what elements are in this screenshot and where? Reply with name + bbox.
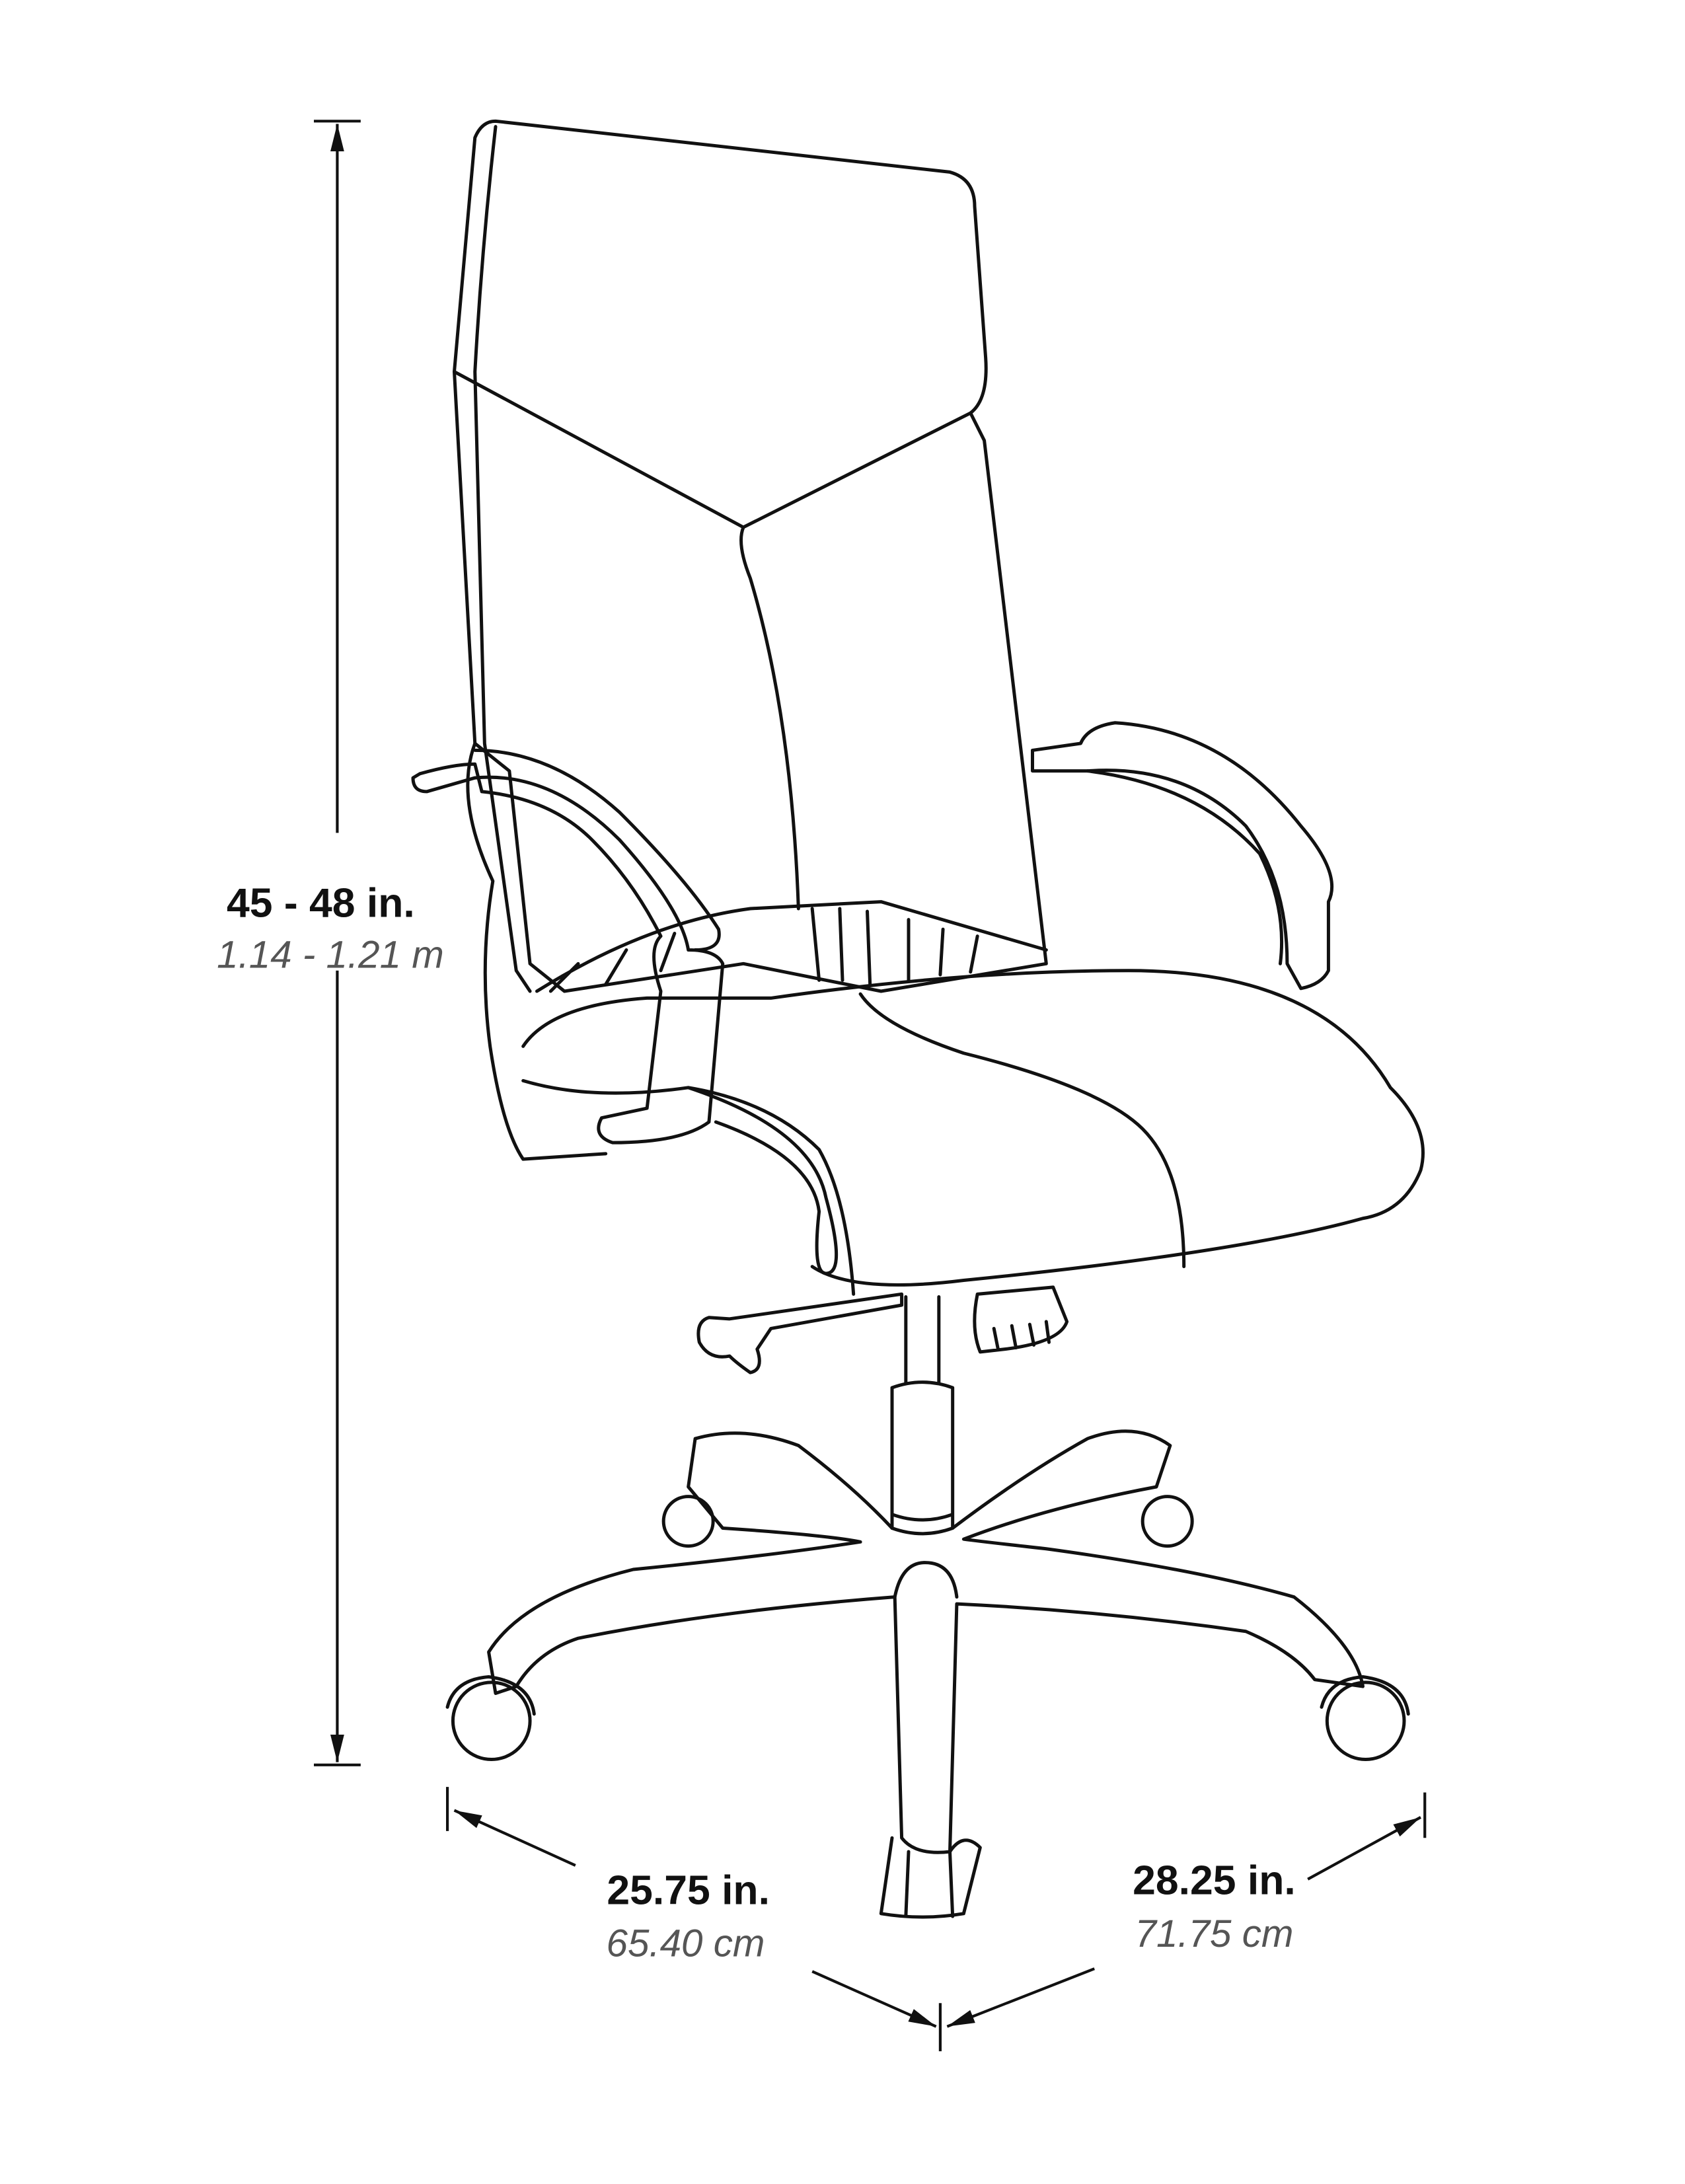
front-leg-top bbox=[893, 1561, 959, 1599]
tilt-knob bbox=[973, 1285, 1069, 1354]
left-armrest-pad bbox=[473, 748, 721, 952]
seat-front-edge bbox=[521, 1078, 856, 1296]
left-armrest bbox=[411, 762, 725, 1145]
lumbar-ribs bbox=[535, 900, 1048, 993]
height-imperial-label: 45 - 48 in. bbox=[227, 880, 415, 926]
caster-front bbox=[879, 1836, 982, 1919]
gas-cylinder bbox=[890, 1295, 955, 1536]
depth-dimension: 28.25 in. 71.75 cm bbox=[946, 1792, 1427, 2028]
backrest-headrest-seam bbox=[453, 370, 973, 529]
caster-right bbox=[1325, 1680, 1406, 1762]
caster-right-hood bbox=[1320, 1675, 1410, 1716]
chair-back-shell bbox=[466, 741, 608, 1161]
depth-imperial-label: 28.25 in. bbox=[1133, 1858, 1296, 1904]
height-dimension: 45 - 48 in. 1.14 - 1.21 m bbox=[217, 120, 444, 1766]
width-arrow-right bbox=[811, 1970, 937, 2028]
width-metric-label: 65.40 cm bbox=[607, 1922, 765, 1965]
chair-seat bbox=[521, 969, 1425, 1287]
chair-base bbox=[487, 1429, 1365, 1854]
caster-front-wheel bbox=[904, 1850, 955, 1918]
casters bbox=[445, 1495, 1410, 1919]
right-armrest bbox=[1031, 721, 1334, 991]
seat-center-seam bbox=[858, 992, 1186, 1269]
caster-back-right bbox=[1141, 1495, 1194, 1548]
depth-arrow-right bbox=[1307, 1816, 1422, 1881]
width-arrow-left bbox=[453, 1809, 576, 1867]
backrest-edge bbox=[473, 125, 532, 993]
right-armrest-inner bbox=[1086, 769, 1284, 965]
caster-left-hood bbox=[445, 1675, 536, 1716]
depth-metric-label: 71.75 cm bbox=[1135, 1912, 1294, 1955]
depth-arrow-left bbox=[946, 1967, 1096, 2028]
height-lever bbox=[696, 1292, 904, 1374]
backrest-center-seam bbox=[739, 525, 800, 911]
caster-back-left bbox=[661, 1495, 715, 1548]
caster-left bbox=[451, 1680, 532, 1762]
width-imperial-label: 25.75 in. bbox=[607, 1867, 770, 1913]
chair-illustration bbox=[411, 119, 1425, 1919]
width-dimension: 25.75 in. 65.40 cm bbox=[446, 1787, 942, 2052]
chair-backrest bbox=[453, 119, 1048, 993]
seat-mechanism bbox=[687, 1086, 839, 1275]
height-metric-label: 1.14 - 1.21 m bbox=[217, 934, 444, 977]
